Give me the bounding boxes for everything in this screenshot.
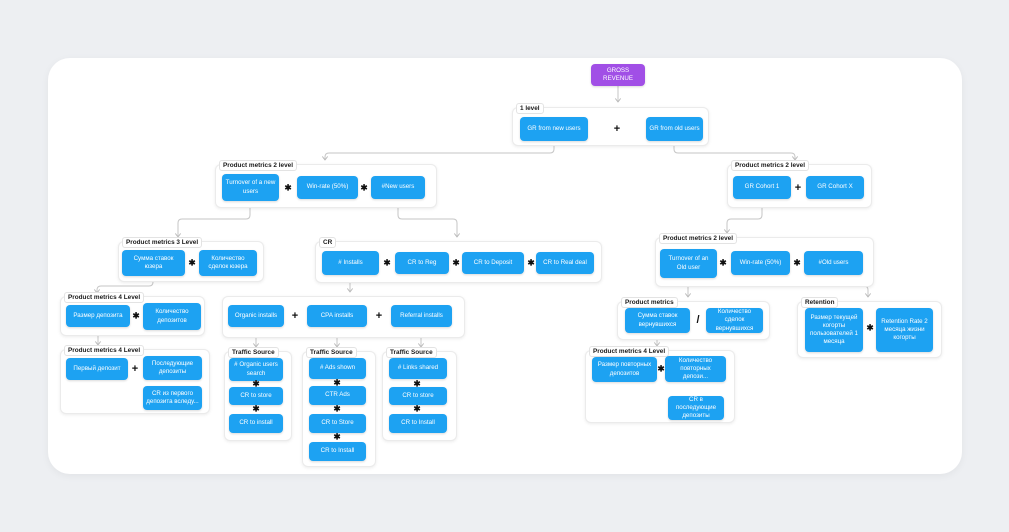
divide-operator[interactable]: / xyxy=(696,314,700,326)
node-win-rate-old[interactable]: Win-rate (50%) xyxy=(731,251,790,275)
node-gross-revenue[interactable]: GROSS REVENUE xyxy=(591,64,645,86)
plus-operator[interactable]: + xyxy=(613,123,621,135)
multiply-operator[interactable]: ✱ xyxy=(333,403,341,414)
plus-operator[interactable]: + xyxy=(794,182,802,194)
multiply-operator[interactable]: ✱ xyxy=(657,363,665,374)
multiply-operator[interactable]: ✱ xyxy=(413,378,421,389)
group-label: Product metrics 2 level xyxy=(659,233,737,244)
node-referral-installs[interactable]: Referral installs xyxy=(391,305,452,327)
group-label: Product metrics 4 Level xyxy=(64,292,145,303)
multiply-operator[interactable]: ✱ xyxy=(793,257,801,268)
node-repeat-deposits-count[interactable]: Количество повторных депози... xyxy=(665,356,726,382)
node-subsequent-deposits[interactable]: Последующие депозиты xyxy=(143,356,202,380)
group-label: Product metrics xyxy=(621,297,678,308)
group-label: Product metrics 4 Level xyxy=(589,346,670,357)
multiply-operator[interactable]: ✱ xyxy=(252,403,260,414)
node-win-rate-new[interactable]: Win-rate (50%) xyxy=(297,176,358,199)
group-label: Product metrics 2 level xyxy=(219,160,297,171)
node-gr-from-new-users[interactable]: GR from new users xyxy=(520,117,588,141)
node-cr-to-reg[interactable]: CR to Reg xyxy=(395,252,449,274)
multiply-operator[interactable]: ✱ xyxy=(360,182,368,193)
group-label: 1 level xyxy=(516,103,544,114)
node-links-shared[interactable]: # Links shared xyxy=(389,358,447,379)
node-gr-cohort-x[interactable]: GR Cohort X xyxy=(806,176,864,199)
multiply-operator[interactable]: ✱ xyxy=(252,378,260,389)
node-turnover-new-users[interactable]: Turnover of a new users xyxy=(222,174,279,201)
node-gr-cohort-1[interactable]: GR Cohort 1 xyxy=(733,176,791,199)
node-cr-first-to-next-deposit[interactable]: CR из первого депозита вследу... xyxy=(143,386,202,410)
multiply-operator[interactable]: ✱ xyxy=(719,257,727,268)
node-turnover-old-user[interactable]: Turnover of an Old user xyxy=(660,249,717,278)
node-cr-to-install-ads[interactable]: CR to Install xyxy=(309,442,366,461)
node-cr-to-install-referral[interactable]: CR to Install xyxy=(389,414,447,433)
node-cpa-installs[interactable]: CPA installs xyxy=(307,305,367,327)
plus-operator[interactable]: + xyxy=(375,310,383,322)
node-current-cohort-size[interactable]: Размер текущей когорты пользователей 1 м… xyxy=(805,308,863,352)
node-repeat-deposits-size[interactable]: Размер повторных депозитов xyxy=(592,357,657,382)
multiply-operator[interactable]: ✱ xyxy=(284,182,292,193)
node-cr-to-subsequent-deposits[interactable]: CR в последующие депозиты xyxy=(668,396,724,420)
group-label: Traffic Source xyxy=(306,347,357,358)
node-organic-users-search[interactable]: # Organic users search xyxy=(229,358,283,381)
node-new-users[interactable]: #New users xyxy=(371,176,425,199)
group-label: Retention xyxy=(801,297,839,308)
node-returning-deals-count[interactable]: Количество сделок вернувшихся xyxy=(706,308,763,333)
multiply-operator[interactable]: ✱ xyxy=(452,257,460,268)
group-label: Product metrics 2 level xyxy=(731,160,809,171)
node-cr-to-store-organic[interactable]: CR to store xyxy=(229,387,283,405)
node-organic-installs[interactable]: Organic installs xyxy=(228,305,284,327)
node-ctr-ads[interactable]: CTR Ads xyxy=(309,386,366,405)
multiply-operator[interactable]: ✱ xyxy=(383,257,391,268)
node-cr-to-real-deal[interactable]: CR to Real deal xyxy=(536,252,594,274)
node-first-deposit[interactable]: Первый депозит xyxy=(66,358,128,380)
node-ads-shown[interactable]: # Ads shown xyxy=(309,358,366,379)
multiply-operator[interactable]: ✱ xyxy=(866,322,874,333)
group-label: CR xyxy=(319,237,337,248)
group-label: Product metrics 3 Level xyxy=(122,237,203,248)
multiply-operator[interactable]: ✱ xyxy=(333,377,341,388)
node-gr-from-old-users[interactable]: GR from old users xyxy=(646,117,703,141)
multiply-operator[interactable]: ✱ xyxy=(132,310,140,321)
multiply-operator[interactable]: ✱ xyxy=(413,403,421,414)
group-label: Product metrics 4 Level xyxy=(64,345,145,356)
node-retention-rate[interactable]: Retention Rate 2 месяца жизни когорты xyxy=(876,308,933,352)
node-installs[interactable]: # Installs xyxy=(322,251,379,275)
multiply-operator[interactable]: ✱ xyxy=(333,431,341,442)
node-bets-sum-user[interactable]: Сумма ставок юзера xyxy=(122,250,185,276)
node-returning-bets-sum[interactable]: Сумма ставок вернувшихся xyxy=(625,308,690,333)
node-cr-to-deposit[interactable]: CR to Deposit xyxy=(462,252,524,274)
node-deals-count-user[interactable]: Количество сделок юзера xyxy=(199,250,257,276)
group-label: Traffic Source xyxy=(228,347,279,358)
multiply-operator[interactable]: ✱ xyxy=(188,257,196,268)
node-deposit-size[interactable]: Размер депозита xyxy=(66,305,130,327)
node-cr-to-store-referral[interactable]: CR to store xyxy=(389,387,447,405)
node-cr-to-install-organic[interactable]: CR to install xyxy=(229,414,283,433)
group-label: Traffic Source xyxy=(386,347,437,358)
multiply-operator[interactable]: ✱ xyxy=(527,257,535,268)
node-old-users[interactable]: #Old users xyxy=(804,251,863,275)
node-deposits-count[interactable]: Количество депозитов xyxy=(143,303,201,330)
plus-operator[interactable]: + xyxy=(291,310,299,322)
node-cr-to-store-ads[interactable]: CR to Store xyxy=(309,414,366,433)
plus-operator[interactable]: + xyxy=(131,363,139,375)
